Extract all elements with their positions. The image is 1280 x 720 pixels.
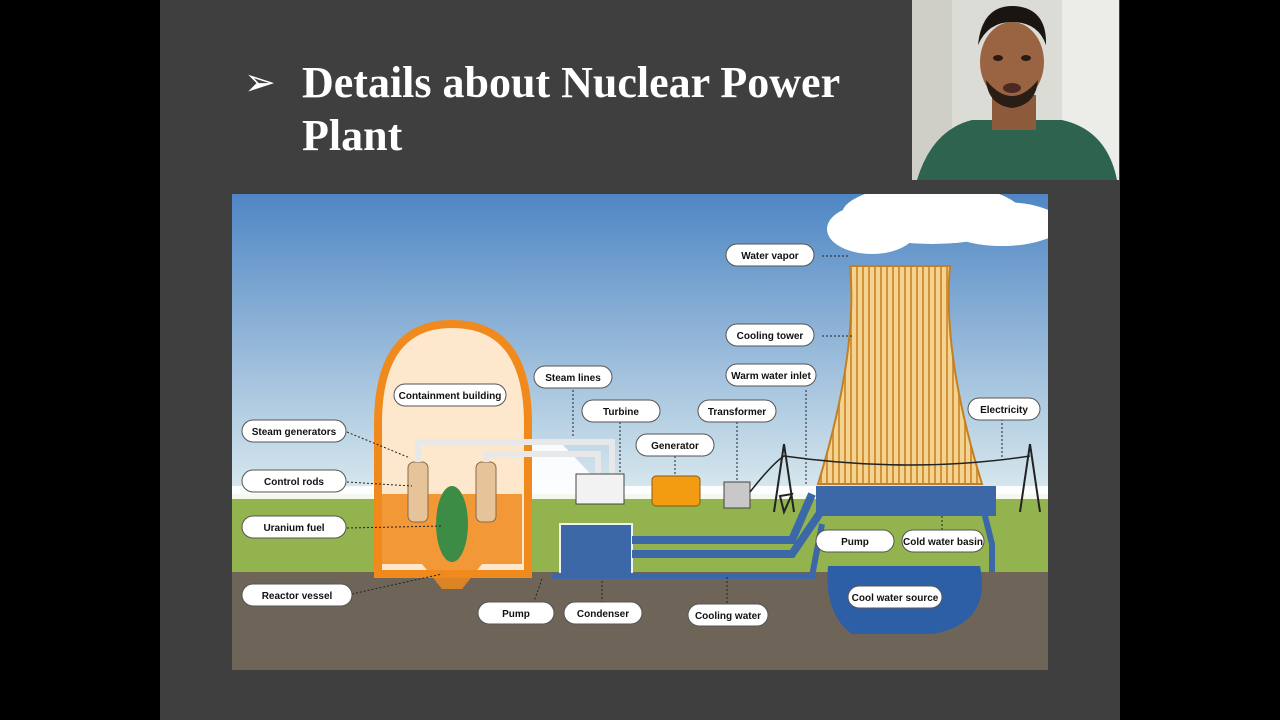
presenter-avatar: [912, 0, 1119, 180]
label-text-cooling-tower: Cooling tower: [737, 331, 804, 342]
label-cooling-water: Cooling water: [687, 603, 769, 627]
label-text-turbine: Turbine: [603, 407, 639, 418]
label-pump-right: Pump: [815, 529, 895, 553]
label-cool-water-source: Cool water source: [847, 585, 943, 609]
label-text-cool-water-source: Cool water source: [852, 593, 939, 604]
label-text-uranium-fuel: Uranium fuel: [263, 523, 324, 534]
label-text-steam-lines: Steam lines: [545, 373, 601, 384]
label-condenser: Condenser: [563, 601, 643, 625]
label-text-cold-water-basin: Cold water basin: [903, 537, 983, 548]
label-text-condenser: Condenser: [577, 609, 629, 620]
label-text-steam-generators: Steam generators: [252, 427, 337, 438]
reactor-vessel-graphic: [436, 486, 468, 562]
label-text-cooling-water: Cooling water: [695, 611, 761, 622]
label-control-rods: Control rods: [241, 469, 347, 493]
label-warm-water-inlet: Warm water inlet: [725, 363, 817, 387]
turbine-graphic: [575, 473, 625, 505]
label-turbine: Turbine: [581, 399, 661, 423]
label-uranium-fuel: Uranium fuel: [241, 515, 347, 539]
label-electricity: Electricity: [967, 397, 1041, 421]
condenser-graphic: [559, 523, 633, 575]
slide-title-text: Details about Nuclear Power Plant: [302, 58, 840, 160]
label-cold-water-basin: Cold water basin: [901, 529, 985, 553]
label-steam-lines: Steam lines: [533, 365, 613, 389]
label-text-warm-water-inlet: Warm water inlet: [731, 371, 811, 382]
slide-title: Details about Nuclear Power Plant: [240, 56, 920, 162]
label-containment-building: Containment building: [393, 383, 507, 407]
label-transformer: Transformer: [697, 399, 777, 423]
generator-graphic: [651, 475, 701, 507]
label-generator: Generator: [635, 433, 715, 457]
label-text-pump-right: Pump: [841, 537, 869, 548]
label-text-generator: Generator: [651, 441, 699, 452]
label-text-reactor-vessel: Reactor vessel: [262, 591, 333, 602]
transformer-graphic: [723, 481, 751, 509]
label-cooling-tower: Cooling tower: [725, 323, 815, 347]
cold-water-basin-graphic: [816, 486, 996, 516]
label-text-containment-building: Containment building: [399, 391, 502, 402]
label-text-pump-left: Pump: [502, 609, 530, 620]
label-pump-left: Pump: [477, 601, 555, 625]
label-water-vapor: Water vapor: [725, 243, 815, 267]
label-text-electricity: Electricity: [980, 405, 1028, 416]
cooling-tower-graphic: [816, 265, 984, 485]
cloud-icon: [827, 194, 1048, 254]
label-text-water-vapor: Water vapor: [741, 251, 799, 262]
label-text-control-rods: Control rods: [264, 477, 324, 488]
webcam-overlay: [912, 0, 1119, 180]
bullet-arrow-icon: ➢: [244, 60, 276, 104]
label-reactor-vessel: Reactor vessel: [241, 583, 353, 607]
transmission-tower-icon: [773, 443, 1041, 516]
label-steam-generators: Steam generators: [241, 419, 347, 443]
label-text-transformer: Transformer: [708, 407, 766, 418]
